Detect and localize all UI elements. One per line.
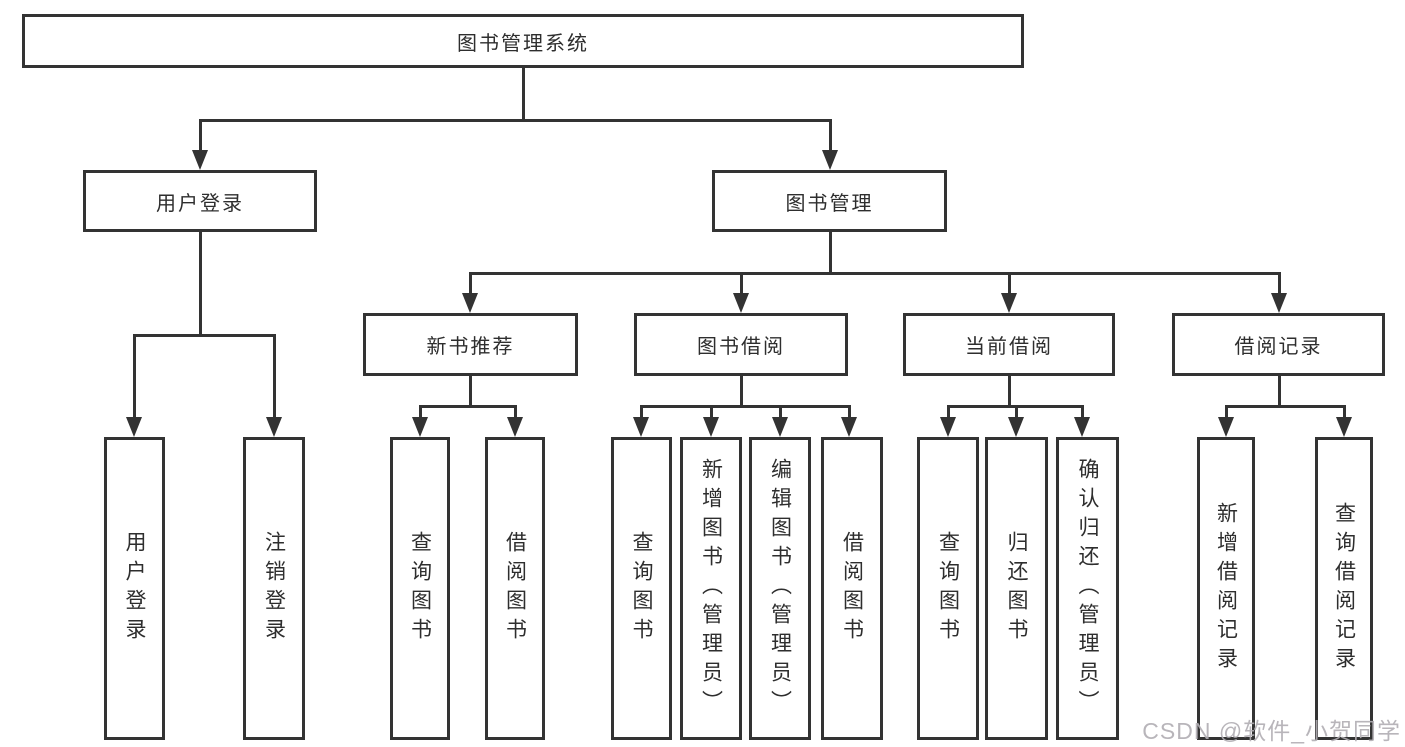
arrowhead-icon [703, 417, 719, 437]
node-book-management: 图书管理 [712, 170, 947, 232]
leaf-borrow-books-recommend: 借阅图书 [485, 437, 545, 740]
arrowhead-icon [462, 293, 478, 313]
connector-line [1014, 406, 1018, 421]
arrowhead-icon [192, 150, 208, 170]
arrowhead-icon [772, 417, 788, 437]
connector-line [828, 230, 832, 275]
node-current-borrowing: 当前借阅 [903, 313, 1115, 376]
connector-line [847, 406, 851, 421]
arrowhead-icon [266, 417, 282, 437]
connector-line [1277, 374, 1281, 408]
connector-line [946, 406, 950, 421]
connector-line [778, 406, 782, 421]
node-new-book-recommend: 新书推荐 [363, 313, 578, 376]
connector-line [132, 335, 136, 421]
csdn-watermark: CSDN @软件_小贺同学 [1142, 718, 1401, 744]
arrowhead-icon [1336, 417, 1352, 437]
connector-line [1224, 406, 1228, 421]
connector-line [1080, 406, 1084, 421]
connector-line [639, 404, 851, 408]
connector-line [132, 333, 276, 337]
leaf-user-login: 用户登录 [104, 437, 165, 740]
leaf-return-book: 归还图书 [985, 437, 1048, 740]
connector-line [828, 120, 832, 154]
arrowhead-icon [1008, 417, 1024, 437]
connector-line [418, 404, 517, 408]
arrowhead-icon [733, 293, 749, 313]
connector-line [198, 118, 832, 122]
leaf-query-books-recommend: 查询图书 [390, 437, 450, 740]
connector-line [468, 271, 1281, 275]
connector-line [521, 66, 525, 122]
connector-line [1007, 273, 1011, 297]
arrowhead-icon [126, 417, 142, 437]
connector-line [1342, 406, 1346, 421]
connector-line [639, 406, 643, 421]
connector-line [272, 335, 276, 421]
connector-line [513, 406, 517, 421]
connector-line [1007, 374, 1011, 408]
leaf-confirm-return-admin: 确认归还（管理员） [1056, 437, 1119, 740]
arrowhead-icon [841, 417, 857, 437]
arrowhead-icon [633, 417, 649, 437]
arrowhead-icon [412, 417, 428, 437]
leaf-add-borrow-record: 新增借阅记录 [1197, 437, 1255, 740]
arrowhead-icon [1271, 293, 1287, 313]
node-user-login: 用户登录 [83, 170, 317, 232]
arrowhead-icon [507, 417, 523, 437]
arrowhead-icon [1074, 417, 1090, 437]
connector-line [468, 273, 472, 297]
node-book-borrowing: 图书借阅 [634, 313, 848, 376]
leaf-logout: 注销登录 [243, 437, 305, 740]
node-library-management-system: 图书管理系统 [22, 14, 1024, 68]
connector-line [198, 230, 202, 337]
connector-line [709, 406, 713, 421]
connector-line [1277, 273, 1281, 297]
arrowhead-icon [1001, 293, 1017, 313]
leaf-add-book-admin: 新增图书（管理员） [680, 437, 742, 740]
leaf-borrow-books-borrowing: 借阅图书 [821, 437, 883, 740]
leaf-edit-book-admin: 编辑图书（管理员） [749, 437, 811, 740]
leaf-query-books-borrowing: 查询图书 [611, 437, 672, 740]
leaf-query-borrow-record: 查询借阅记录 [1315, 437, 1373, 740]
connector-line [739, 374, 743, 408]
arrowhead-icon [1218, 417, 1234, 437]
connector-line [198, 120, 202, 154]
connector-line [739, 273, 743, 297]
connector-line [1224, 404, 1346, 408]
node-borrowing-records: 借阅记录 [1172, 313, 1385, 376]
arrowhead-icon [822, 150, 838, 170]
connector-line [418, 406, 422, 421]
arrowhead-icon [940, 417, 956, 437]
connector-line [468, 374, 472, 408]
leaf-query-books-current: 查询图书 [917, 437, 979, 740]
